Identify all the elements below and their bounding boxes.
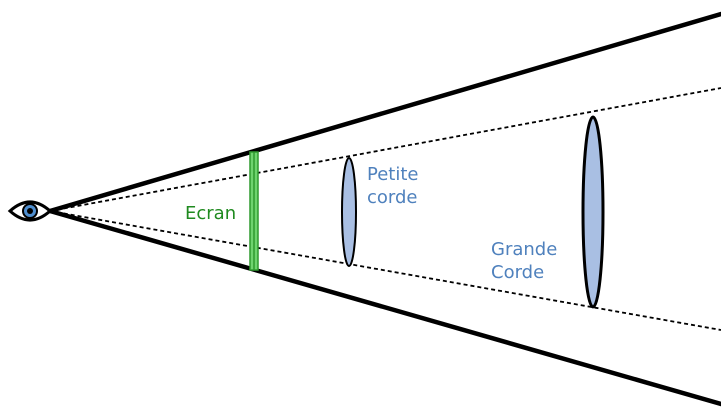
small-chord-ellipse	[341, 157, 357, 267]
small-chord-label-line-1: Petite	[367, 164, 419, 185]
small-chord-label: Petite corde	[367, 163, 418, 209]
sight-line-upper	[49, 87, 721, 212]
screen-bar	[249, 151, 259, 271]
sight-line-lower	[49, 210, 721, 331]
large-chord-ellipse	[581, 115, 605, 309]
screen-label-text: Ecran	[185, 203, 237, 224]
eye-icon	[7, 200, 53, 222]
cone-upper-edge	[47, 11, 721, 214]
large-chord-label-line-1: Grande	[491, 239, 558, 260]
small-chord-label-line-2: corde	[367, 187, 418, 208]
large-chord-label: Grande Corde	[491, 238, 557, 284]
screen-label: Ecran	[185, 202, 236, 225]
large-chord-label-line-2: Corde	[491, 262, 545, 283]
cone-lower-edge	[47, 208, 721, 407]
